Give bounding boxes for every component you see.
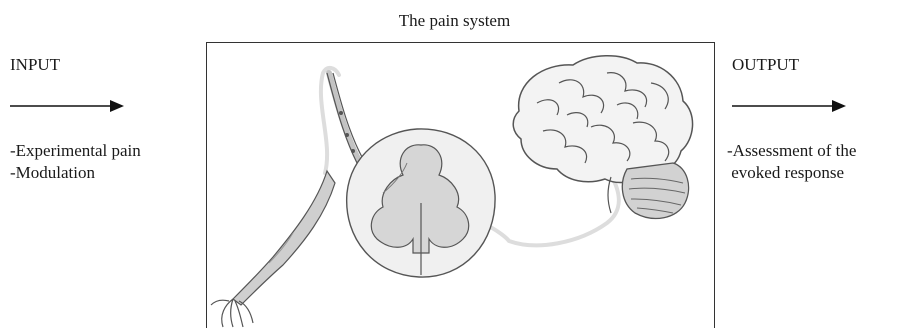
diagram-title: The pain system <box>0 10 909 32</box>
input-item-experimental-pain: -Experimental pain <box>10 140 141 162</box>
output-heading: OUTPUT <box>732 54 799 76</box>
input-arrow-icon <box>10 96 126 116</box>
input-heading: INPUT <box>10 54 60 76</box>
output-list: -Assessment of the evoked response <box>727 140 856 184</box>
arm-icon <box>211 171 335 327</box>
pain-system-panel <box>206 42 715 328</box>
output-item-evoked-response: evoked response <box>727 162 856 184</box>
spinal-cord-icon <box>347 129 495 277</box>
output-arrow-icon <box>732 96 848 116</box>
input-list: -Experimental pain -Modulation <box>10 140 141 184</box>
brain-icon <box>513 56 692 219</box>
input-item-modulation: -Modulation <box>10 162 141 184</box>
output-item-assessment: -Assessment of the <box>727 140 856 162</box>
